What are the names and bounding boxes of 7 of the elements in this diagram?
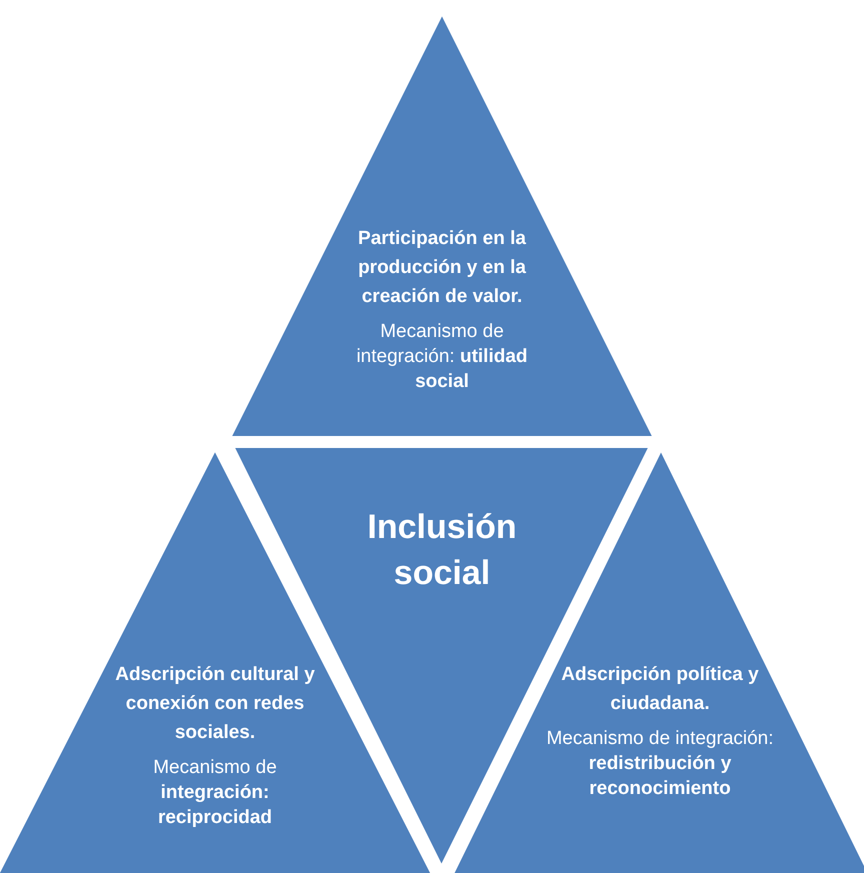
- mechanism-text: Mecanismo de integración: utilidad social: [355, 320, 529, 394]
- center-title: Inclusión social: [366, 507, 518, 594]
- heading-text: Adscripción cultural y conexión con redes sociales.: [115, 663, 315, 745]
- mechanism-text: Mecanismo de integración: redistribución y reconocimiento: [545, 727, 775, 801]
- heading-text: Adscripción política y ciudadana.: [560, 663, 760, 716]
- heading-text: Participación en la producción y en la creación de valor.: [357, 227, 527, 309]
- mechanism-text: Mecanismo de integración: reciprocidad: [152, 756, 278, 830]
